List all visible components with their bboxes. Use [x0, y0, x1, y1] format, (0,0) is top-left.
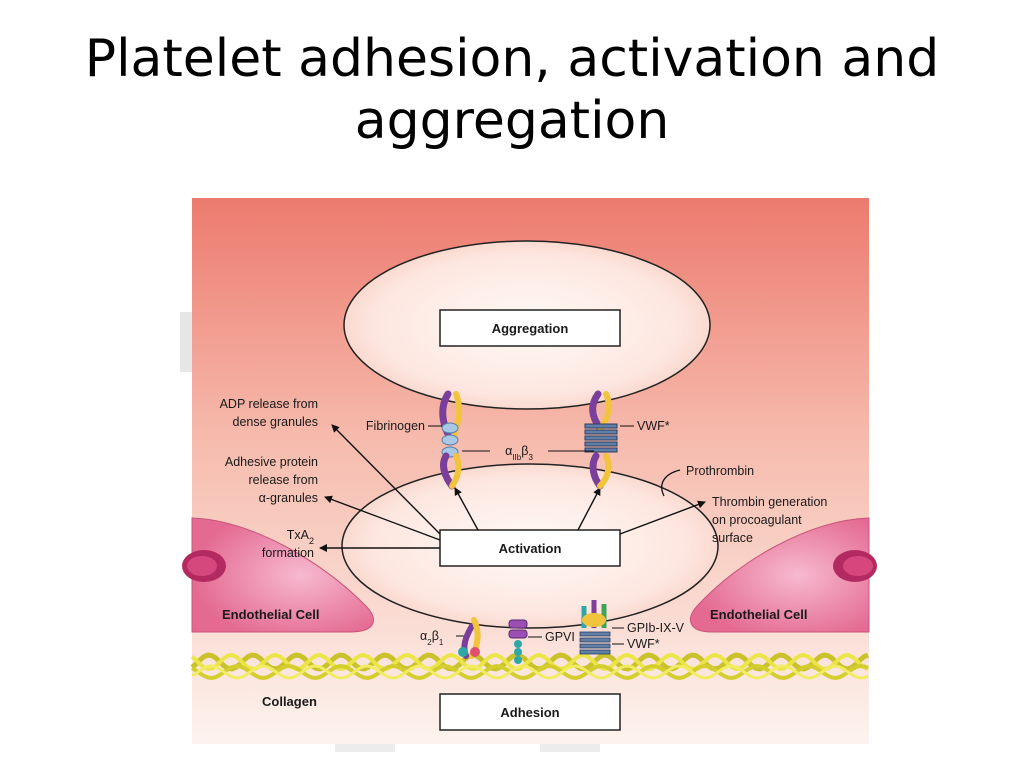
label-prothrombin: Prothrombin — [686, 464, 754, 478]
arrow-thrombin — [619, 500, 706, 535]
activation-label: Activation — [499, 541, 562, 556]
label-adp-line-2: dense granules — [233, 415, 318, 429]
label-gpvi: GPVI — [545, 630, 575, 644]
label-adhesive-line-1: Adhesive protein — [225, 455, 318, 469]
label-vwf-top: VWF* — [637, 419, 670, 433]
arrow-vwf — [577, 487, 601, 531]
label-fibrinogen: Fibrinogen — [366, 419, 425, 433]
label-a2-b1: α2β1 — [420, 629, 444, 647]
arrow-fibrinogen — [454, 487, 479, 531]
label-vwf-bottom: VWF* — [627, 637, 660, 651]
integrin-a2-b1 — [458, 617, 481, 659]
label-adhesive-line-3: α-granules — [259, 491, 318, 505]
activation-box: Activation — [439, 529, 621, 567]
adhesion-box: Adhesion — [439, 693, 621, 731]
label-endothelial-left: Endothelial Cell — [222, 607, 320, 622]
panel-shadow-left — [180, 312, 194, 372]
arrow-adp — [331, 424, 441, 535]
label-collagen: Collagen — [262, 694, 317, 709]
collagen-fibres — [190, 652, 869, 681]
label-thrombin-line-1: Thrombin generation — [712, 495, 827, 509]
panel-shadow-bottom-right — [540, 742, 600, 752]
label-adp-line-1: ADP release from — [220, 397, 318, 411]
aggregation-box: Aggregation — [439, 309, 621, 347]
label-txa2-formation: formation — [262, 546, 314, 560]
slide-title: Platelet adhesion, activation and aggreg… — [0, 28, 1024, 152]
label-gpib-ix-v: GPIb-IX-V — [627, 621, 685, 635]
label-aiib-b3: αIIbβ3 — [505, 444, 533, 462]
integrin-aiib-b3-left — [439, 390, 462, 490]
label-adhesive-line-2: release from — [249, 473, 318, 487]
prothrombin-connector — [661, 469, 681, 497]
endothelial-cell-right — [689, 517, 877, 633]
label-txa2: TxA2 — [287, 528, 314, 546]
aggregation-label: Aggregation — [492, 321, 569, 336]
slide-title-line-1: Platelet adhesion, activation and — [84, 29, 940, 89]
label-thrombin-line-2: on procoagulant — [712, 513, 802, 527]
vwf-multimer-top — [584, 423, 618, 453]
endothelial-cell-left — [182, 517, 374, 633]
slide-title-line-2: aggregation — [354, 91, 670, 151]
leader-lines — [428, 425, 634, 645]
activation-arrows — [319, 424, 706, 552]
gpvi-receptor — [508, 619, 528, 664]
integrin-aiib-b3-right — [584, 390, 618, 490]
label-endothelial-right: Endothelial Cell — [710, 607, 808, 622]
gpib-ix-v-receptor — [579, 600, 611, 655]
adhesion-label: Adhesion — [500, 705, 559, 720]
label-thrombin-line-3: surface — [712, 531, 753, 545]
panel-shadow-bottom-left — [335, 742, 395, 752]
arrow-adhesive — [324, 495, 441, 541]
